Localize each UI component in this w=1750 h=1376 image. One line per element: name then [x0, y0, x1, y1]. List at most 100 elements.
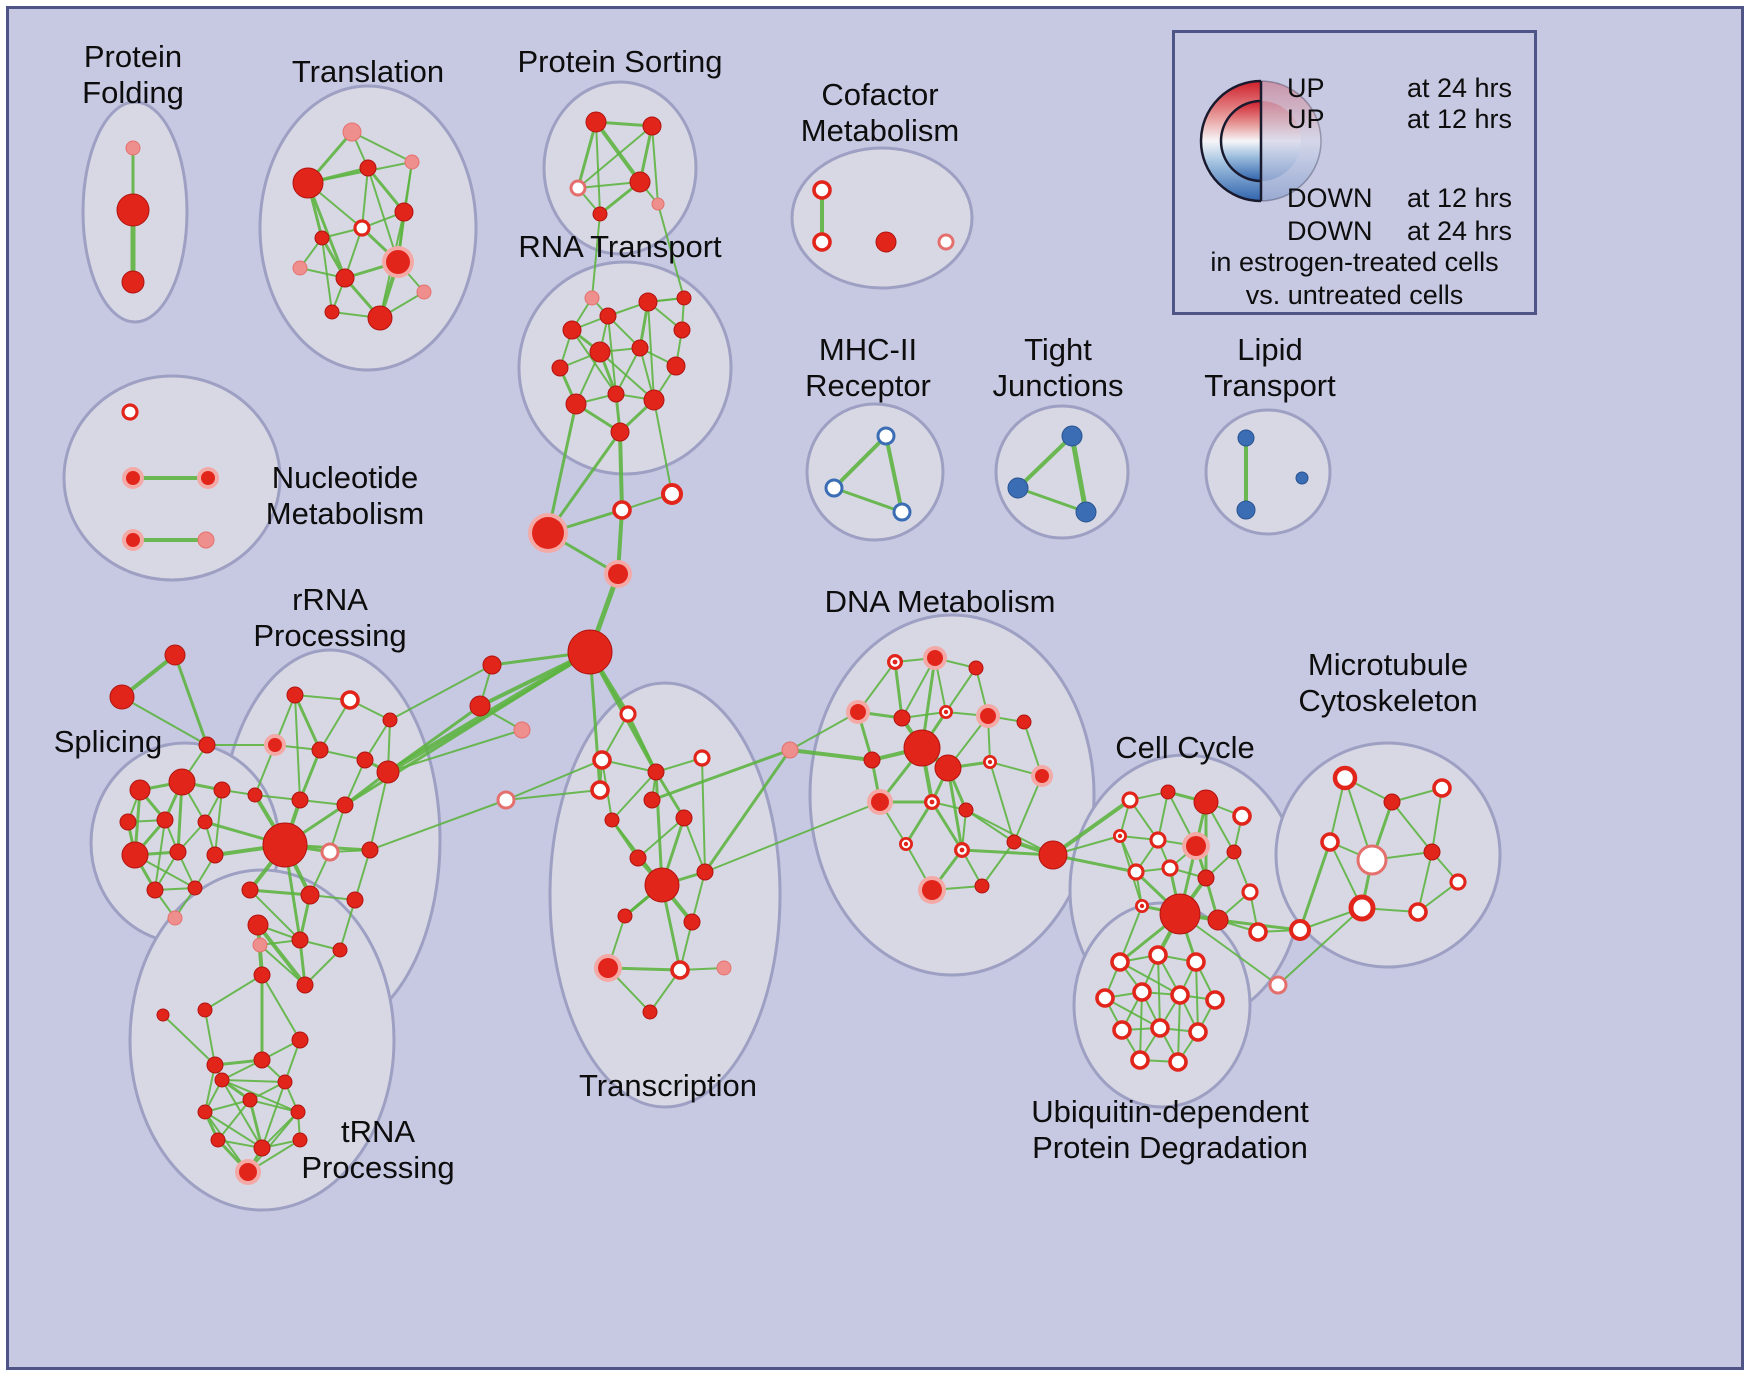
- cluster-label-splicing: Splicing: [54, 724, 163, 759]
- network-node: [850, 704, 866, 720]
- network-node: [247, 787, 263, 803]
- legend-up-12-time: at 12 hrs: [1406, 104, 1512, 134]
- cluster-label-mt: Microtubule: [1308, 647, 1468, 682]
- network-node: [253, 966, 271, 984]
- network-edge: [893, 660, 904, 720]
- network-node: [610, 422, 630, 442]
- network-node: [629, 171, 651, 193]
- network-node: [1295, 471, 1309, 485]
- cluster-label-lipid: Transport: [1204, 368, 1336, 403]
- network-node: [651, 197, 665, 211]
- network-node: [812, 180, 832, 200]
- network-node: [968, 660, 984, 676]
- network-node: [1408, 902, 1428, 922]
- network-node: [1449, 873, 1467, 891]
- cluster-ellipse-mt: [1274, 741, 1502, 969]
- network-node: [156, 811, 174, 829]
- network-edge: [683, 817, 706, 873]
- network-node: [353, 219, 371, 237]
- cluster-label-sorting: Protein Sorting: [517, 44, 722, 79]
- network-node: [469, 695, 491, 717]
- network-node: [893, 709, 911, 727]
- cluster-label-translation: Translation: [292, 54, 444, 89]
- network-edge: [221, 1079, 263, 1149]
- cluster-label-mt: Cytoskeleton: [1298, 683, 1477, 718]
- network-node: [929, 799, 935, 805]
- network-node: [604, 812, 620, 828]
- network-node: [696, 863, 714, 881]
- network-node: [647, 763, 665, 781]
- network-node: [1188, 1022, 1208, 1042]
- network-node: [197, 531, 215, 549]
- nodes-layer: [109, 111, 1467, 1185]
- network-node: [164, 644, 186, 666]
- network-node: [824, 478, 844, 498]
- network-node: [359, 159, 377, 177]
- network-node: [903, 841, 909, 847]
- network-node: [927, 650, 943, 666]
- network-edge: [256, 923, 307, 987]
- network-edge: [321, 237, 333, 313]
- network-edge: [369, 771, 389, 851]
- network-node: [974, 878, 990, 894]
- network-node: [1148, 945, 1168, 965]
- network-node: [1356, 844, 1388, 876]
- network-node: [1075, 501, 1097, 523]
- legend-row-up-24: UP at 24 hrs: [1175, 73, 1534, 103]
- cluster-ellipse-tight: [994, 404, 1130, 540]
- network-edge: [386, 704, 482, 774]
- cluster-label-rrna: Processing: [253, 618, 406, 653]
- network-node: [206, 1056, 224, 1074]
- network-node: [314, 230, 330, 246]
- network-node: [1268, 975, 1288, 995]
- network-edge: [248, 888, 312, 897]
- network-edge: [930, 800, 964, 852]
- network-edge: [884, 434, 904, 514]
- network-node: [126, 533, 140, 547]
- cluster-ellipse-rnat: [517, 260, 733, 476]
- network-node: [1117, 833, 1123, 839]
- network-node: [214, 1072, 230, 1088]
- network-node: [1132, 982, 1152, 1002]
- cluster-label-protein-folding: Folding: [82, 75, 184, 110]
- legend-row-down-12: DOWN at 12 hrs: [1175, 183, 1534, 213]
- network-edge: [577, 125, 653, 189]
- network-edge: [989, 761, 1015, 843]
- network-node: [496, 790, 516, 810]
- network-node: [1007, 477, 1029, 499]
- network-edge: [351, 131, 413, 163]
- network-node: [1139, 903, 1145, 909]
- network-edge: [204, 1009, 216, 1066]
- cluster-label-nucleotide: Metabolism: [266, 496, 425, 531]
- network-edge: [1013, 775, 1043, 843]
- network-node: [513, 721, 531, 739]
- network-edge: [369, 799, 507, 851]
- network-node: [262, 822, 308, 868]
- legend-color-disc: [1199, 79, 1322, 203]
- network-edge: [154, 819, 166, 891]
- network-node: [1127, 863, 1145, 881]
- network-node: [958, 802, 974, 818]
- network-node: [592, 750, 612, 770]
- network-edge: [1051, 798, 1132, 857]
- network-edge: [647, 301, 655, 401]
- network-edge: [1277, 907, 1363, 986]
- network-node: [356, 751, 374, 769]
- network-edge: [1177, 994, 1181, 1063]
- network-node: [394, 202, 414, 222]
- network-node: [565, 393, 587, 415]
- cluster-label-ub: Ubiquitin-dependent: [1031, 1094, 1309, 1129]
- cluster-label-cc: Cell Cycle: [1115, 730, 1255, 765]
- network-edge: [945, 667, 977, 713]
- cluster-label-nucleotide: Nucleotide: [272, 460, 418, 495]
- network-node: [683, 913, 701, 931]
- network-edge: [221, 1079, 299, 1113]
- network-node: [242, 1092, 258, 1108]
- network-edge: [214, 789, 223, 856]
- network-edge: [981, 841, 1015, 887]
- network-edge: [1016, 434, 1074, 490]
- network-edge: [121, 696, 208, 746]
- network-node: [903, 729, 941, 767]
- network-node: [247, 914, 269, 936]
